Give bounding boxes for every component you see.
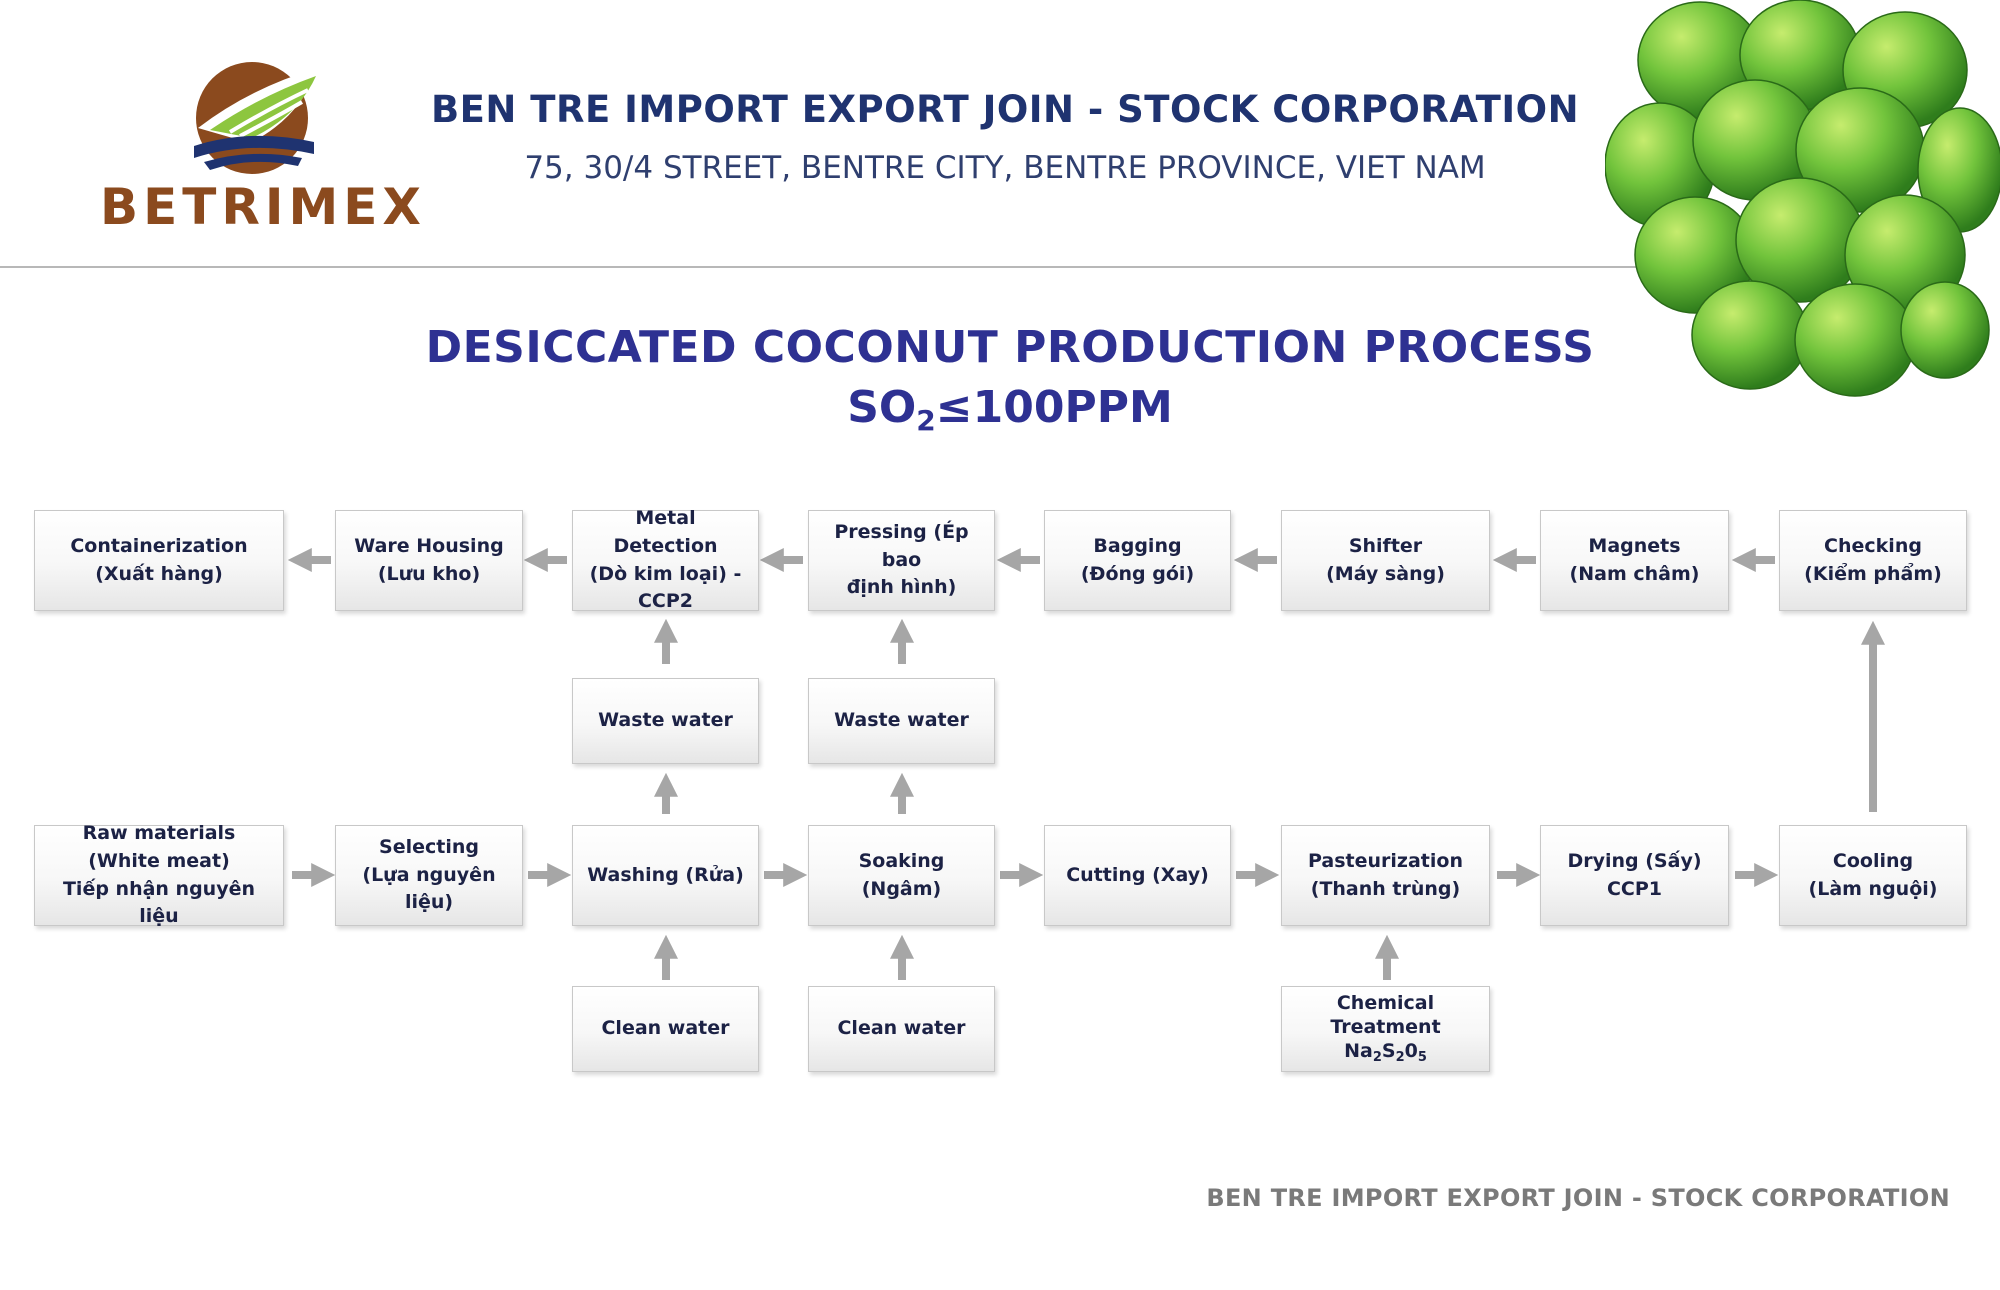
step-bagging: Bagging (Đóng gói) bbox=[1044, 510, 1231, 611]
step-magnets: Magnets (Nam châm) bbox=[1540, 510, 1729, 611]
step-cutting: Cutting (Xay) bbox=[1044, 825, 1231, 926]
clean-water-washing: Clean water bbox=[572, 986, 759, 1072]
step-pressing: Pressing (Ép bao định hình) bbox=[808, 510, 995, 611]
step-washing: Washing (Rửa) bbox=[572, 825, 759, 926]
formula-s: S bbox=[1381, 1039, 1396, 1062]
step-soaking: Soaking (Ngâm) bbox=[808, 825, 995, 926]
step-checking: Checking (Kiểm phẩm) bbox=[1779, 510, 1967, 611]
company-address: 75, 30/4 STREET, BENTRE CITY, BENTRE PRO… bbox=[524, 150, 1486, 186]
logo-wordmark: BETRIMEX bbox=[100, 178, 426, 236]
company-name: BEN TRE IMPORT EXPORT JOIN - STOCK CORPO… bbox=[430, 88, 1580, 131]
clean-water-soaking: Clean water bbox=[808, 986, 995, 1072]
formula-o: 0 bbox=[1404, 1039, 1418, 1062]
formula-sub-3: 5 bbox=[1417, 1049, 1427, 1065]
step-containerization: Containerization (Xuất hàng) bbox=[34, 510, 284, 611]
step-pasteurization: Pasteurization (Thanh trùng) bbox=[1281, 825, 1490, 926]
diagram-title: DESICCATED COCONUT PRODUCTION PROCESS bbox=[425, 322, 1595, 373]
coconut-bunch-image bbox=[1605, 0, 2000, 397]
formula-sub-1: 2 bbox=[1372, 1049, 1382, 1065]
step-raw-materials: Raw materials (White meat) Tiếp nhận ngu… bbox=[34, 822, 284, 927]
step-metal-detection: Metal Detection (Dò kim loại) - CCP2 bbox=[572, 507, 759, 612]
chemical-treatment: Chemical Treatment Na2S205 bbox=[1281, 986, 1490, 1072]
step-selecting: Selecting (Lựa nguyên liệu) bbox=[335, 825, 523, 926]
step-ware-housing: Ware Housing (Lưu kho) bbox=[335, 510, 523, 611]
step-shifter: Shifter (Máy sàng) bbox=[1281, 510, 1490, 611]
chemical-treatment-label: Chemical Treatment bbox=[1330, 992, 1441, 1038]
betrimex-logo-icon bbox=[194, 62, 318, 174]
waste-water-soaking: Waste water bbox=[808, 678, 995, 764]
formula-na: Na bbox=[1344, 1039, 1373, 1062]
step-cooling: Cooling (Làm nguội) bbox=[1779, 825, 1967, 926]
step-drying: Drying (Sấy) CCP1 bbox=[1540, 825, 1729, 926]
header-divider bbox=[0, 266, 1650, 268]
subtitle-subscript: 2 bbox=[916, 404, 936, 437]
footer-company-name: BEN TRE IMPORT EXPORT JOIN - STOCK CORPO… bbox=[1206, 1184, 1950, 1212]
waste-water-washing: Waste water bbox=[572, 678, 759, 764]
diagram-subtitle: SO2≤100PPM bbox=[300, 382, 1720, 437]
subtitle-suffix: ≤100PPM bbox=[935, 382, 1173, 433]
formula-sub-2: 2 bbox=[1395, 1049, 1405, 1065]
chemical-formula: Na2S205 bbox=[1344, 1040, 1427, 1066]
subtitle-prefix: SO bbox=[847, 382, 917, 433]
